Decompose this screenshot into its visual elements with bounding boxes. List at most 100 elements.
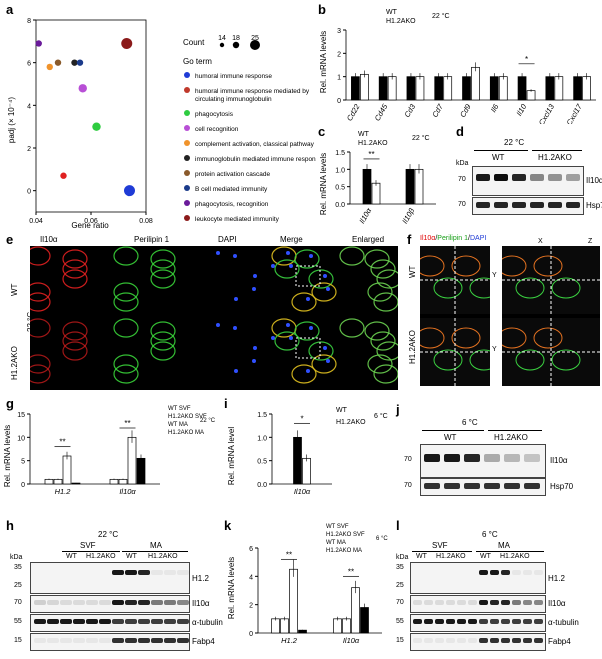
h-sub-1: WT	[66, 553, 77, 560]
j-blot-il10a	[420, 444, 546, 478]
e-nucleus	[234, 297, 238, 301]
category-label: Cd7	[430, 102, 445, 119]
blot-band	[501, 600, 510, 605]
e-col-perilipin: Perilipin 1	[134, 235, 170, 244]
k-legend-1: WT SVF	[326, 524, 349, 530]
a-legend-label: phagocytosis, recognition	[195, 201, 269, 208]
a-ytick-label: 8	[27, 18, 31, 25]
bar	[462, 76, 471, 101]
blot-band	[530, 174, 544, 181]
a-legend-label: phagocytosis	[195, 111, 234, 118]
blot-band	[47, 638, 59, 643]
e-cell	[150, 331, 176, 351]
b-legend-wt: WT	[386, 9, 398, 16]
e-cell	[113, 318, 139, 338]
e-cell	[150, 259, 176, 279]
e-tile-bg	[118, 318, 204, 388]
a-legend-label: B cell mediated immunity	[195, 186, 268, 193]
a-legend-dot	[184, 140, 190, 146]
blot-band	[47, 570, 59, 575]
k-legend-4: H1.2AKO MA	[326, 548, 362, 554]
ytick-label: 1.5	[257, 412, 267, 419]
e-tile	[113, 246, 204, 316]
category-label: Cxcl17	[565, 102, 585, 124]
i-temp: 6 °C	[374, 412, 388, 420]
k-ylabel: Rel. mRNA levels	[227, 557, 236, 619]
f-row-ko: H1.2AKO	[408, 330, 417, 364]
category-label: H1.2	[55, 487, 72, 496]
e-nucleus	[252, 287, 256, 291]
a-xtick-label: 0.08	[139, 218, 153, 225]
f-overview-images	[420, 246, 490, 386]
g-legend-3: WT MA	[168, 422, 188, 428]
e-cell	[308, 341, 334, 361]
e-cell	[30, 246, 51, 266]
panel-j: 6 °C WT H1.2AKO 70 70 Il10α Hsp70	[394, 400, 602, 516]
e-row-wt: WT	[10, 283, 19, 296]
bar	[526, 90, 536, 101]
e-cell	[62, 259, 88, 279]
bar	[498, 76, 508, 101]
blot-band	[566, 174, 580, 181]
e-col-dapi: DAPI	[218, 235, 237, 244]
e-nucleus	[306, 369, 310, 373]
d-blot-il10a	[472, 166, 584, 196]
e-tile-bg	[206, 246, 274, 316]
blot-band	[468, 600, 477, 605]
sig-label: **	[124, 419, 130, 428]
blot-band	[424, 619, 433, 624]
a-legend-dot	[184, 110, 190, 116]
blot-band	[446, 600, 455, 605]
bar	[489, 76, 499, 101]
blot-band	[86, 570, 98, 575]
h-marker-15: 15	[14, 637, 22, 644]
blot-band	[534, 600, 543, 605]
e-tile	[30, 246, 116, 316]
e-cell	[62, 321, 88, 341]
e-cell	[376, 269, 398, 289]
j-marker-2: 70	[404, 482, 412, 489]
e-nucleus	[216, 251, 220, 255]
bar	[62, 455, 72, 485]
category-label: Cd45	[373, 102, 390, 123]
c-legend-wt: WT	[358, 131, 370, 138]
bar	[289, 568, 298, 634]
e-tile	[206, 246, 275, 316]
e-cell	[274, 331, 300, 351]
e-col-enlarged: Enlarged	[352, 235, 385, 244]
blot-band	[112, 570, 124, 575]
category-label: Il10α	[343, 636, 360, 645]
d-marker-1: 70	[458, 176, 466, 183]
blot-band	[125, 638, 137, 643]
panel-a-go-title: Go term	[183, 57, 212, 66]
bar	[109, 478, 119, 485]
blot-band	[125, 600, 137, 605]
h-top-svf: SVF	[80, 541, 96, 550]
blot-band	[512, 619, 521, 624]
e-cell	[339, 318, 365, 338]
blot-band	[164, 638, 176, 643]
blot-band	[435, 600, 444, 605]
f-cell	[533, 255, 563, 277]
h-marker-25: 25	[14, 582, 22, 589]
blot-band	[457, 570, 466, 575]
f-cell	[515, 349, 545, 371]
blot-band	[512, 638, 521, 643]
blot-band	[34, 600, 46, 605]
bar	[342, 618, 351, 634]
h-marker-70: 70	[14, 599, 22, 606]
k-legend-2: H1.2AKO SVF	[326, 532, 365, 538]
bar	[118, 478, 128, 485]
a-legend-dot	[184, 125, 190, 131]
blot-band	[464, 454, 480, 462]
i-legend-wt: WT	[336, 407, 348, 414]
blot-band	[138, 600, 150, 605]
e-cell	[373, 364, 398, 384]
a-point	[60, 172, 67, 179]
blot-band	[512, 600, 521, 605]
l-sub-4: H1.2AKO	[500, 553, 530, 560]
sig-label: *	[300, 414, 303, 423]
ytick-label: 0	[249, 631, 253, 638]
g-temp-label: 22 °C	[200, 418, 216, 424]
